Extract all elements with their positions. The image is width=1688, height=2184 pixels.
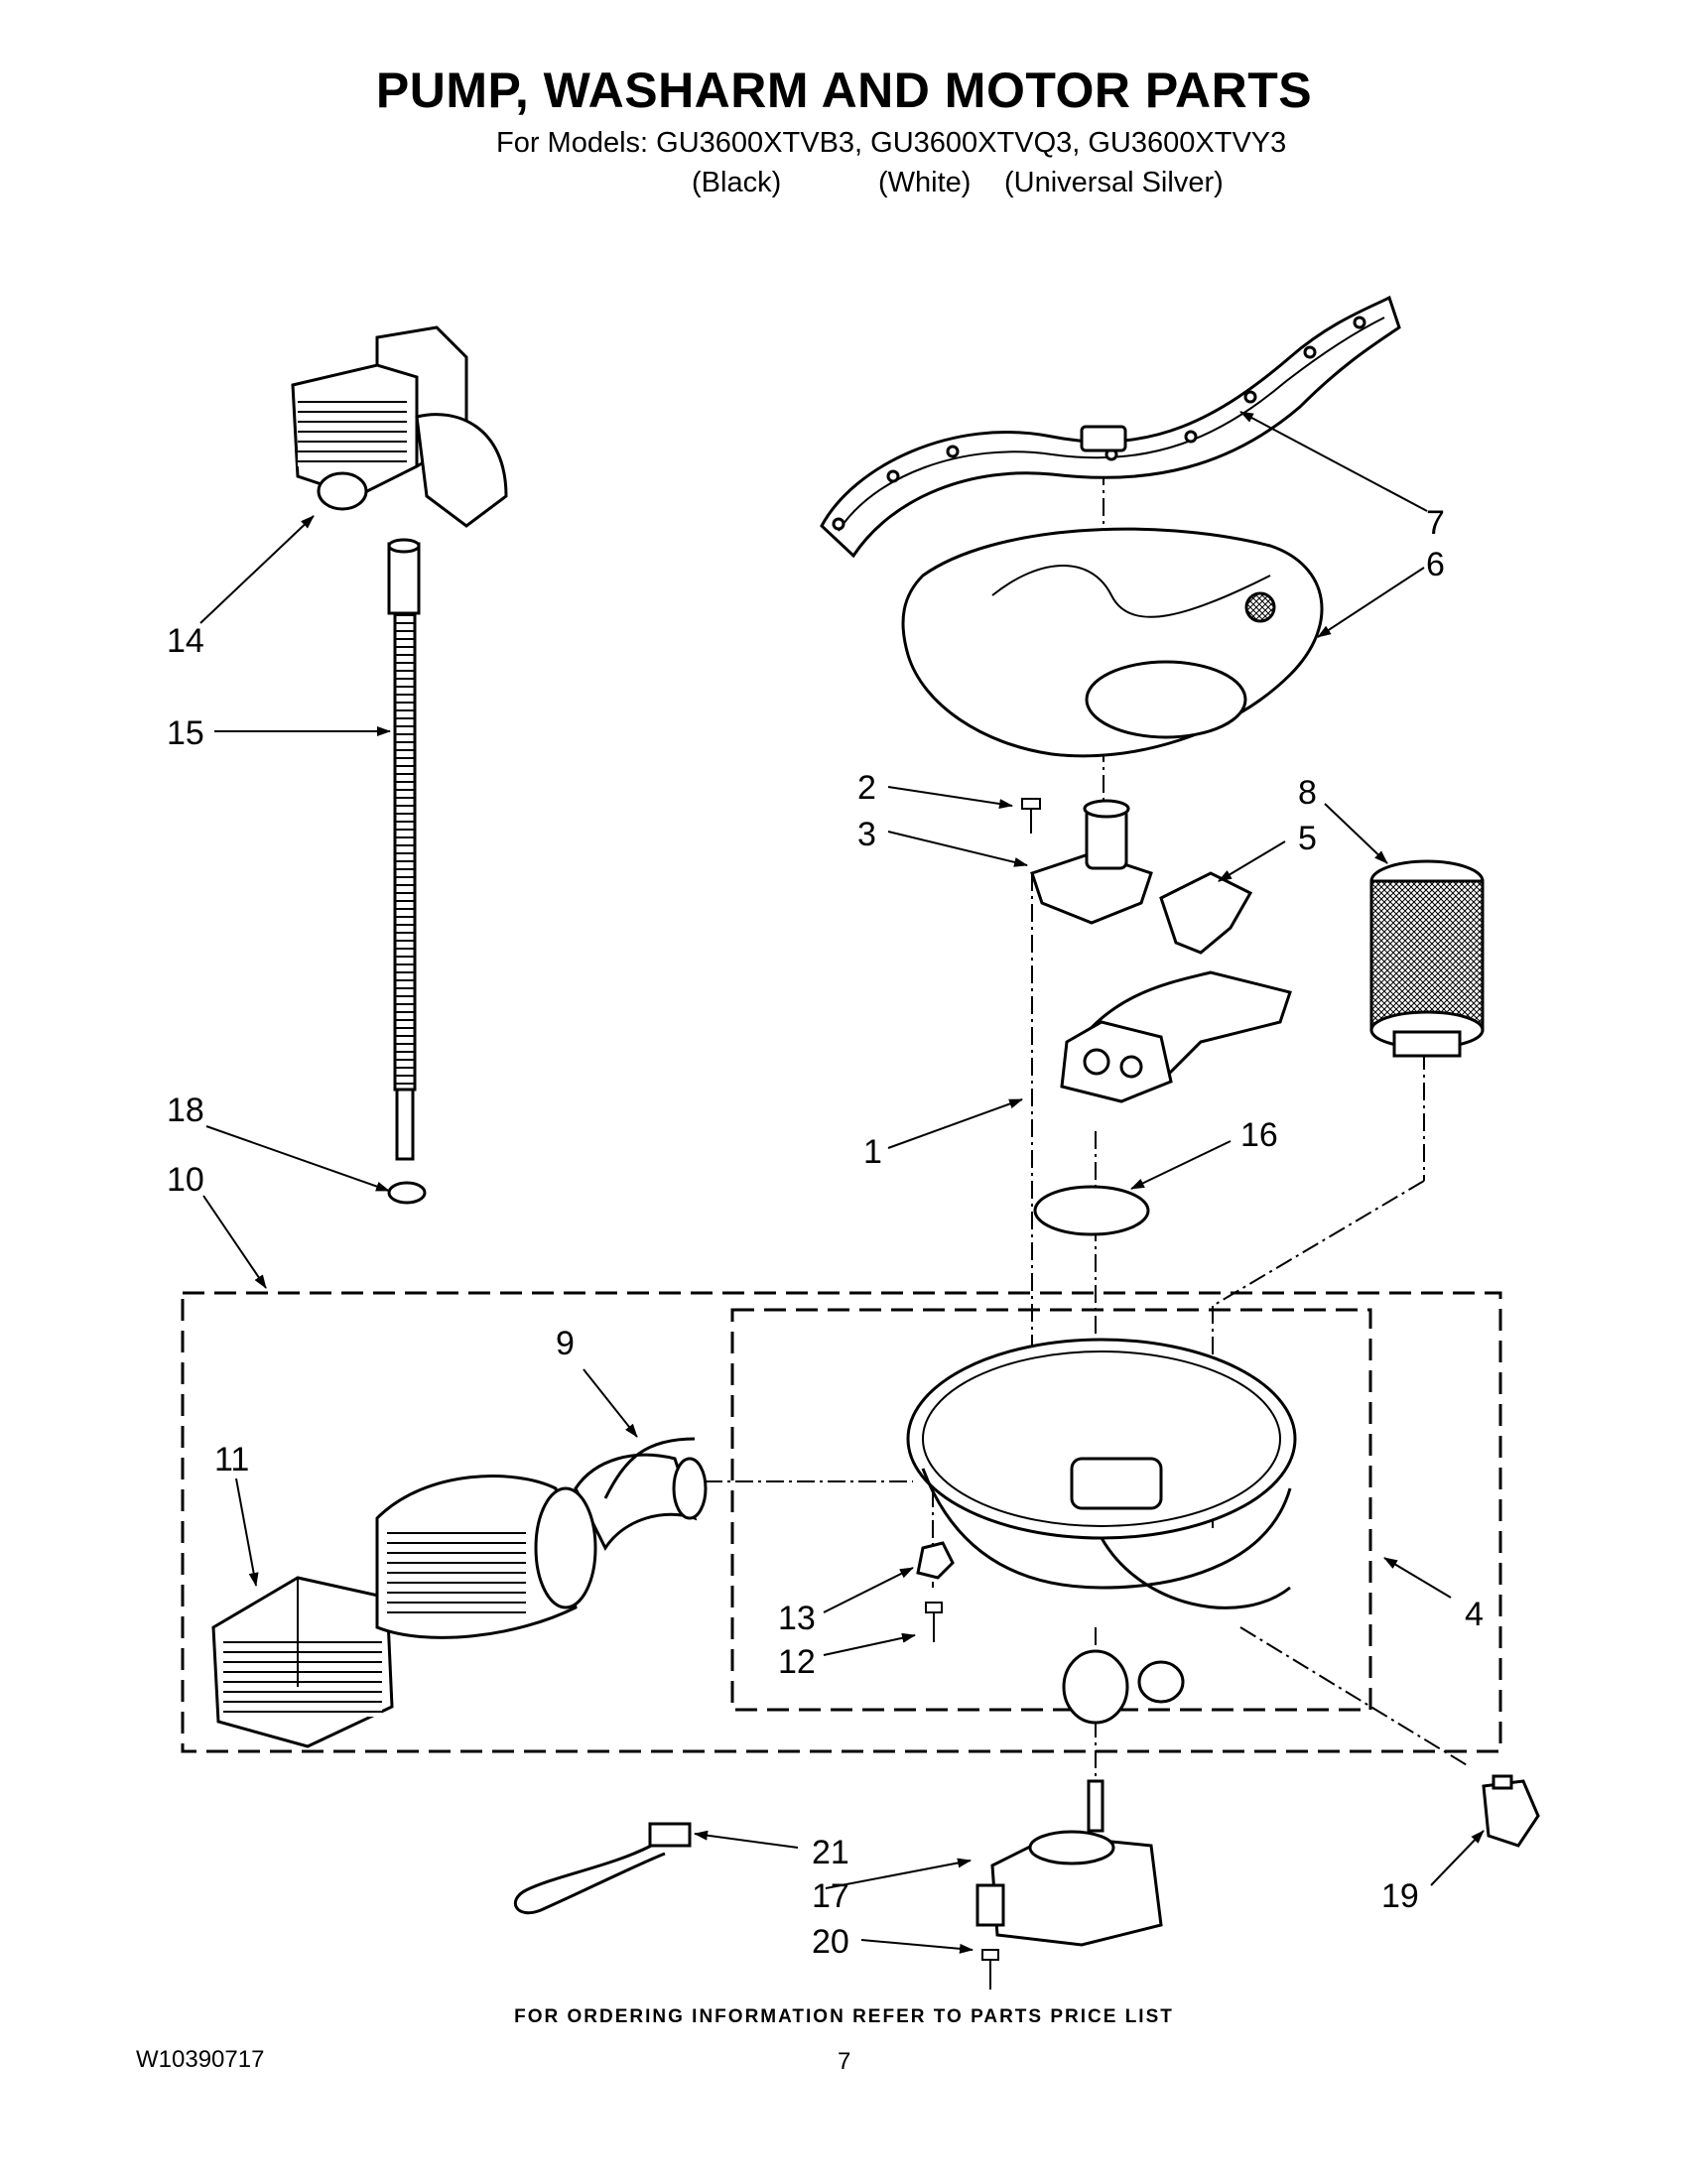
leader-9 xyxy=(583,1368,638,1438)
model-variant-silver: (Universal Silver) xyxy=(1004,167,1224,198)
leader-2 xyxy=(887,786,1013,809)
leader-17 xyxy=(825,1858,972,1889)
drain-hose-part-15 xyxy=(387,538,421,1161)
callout-4: 4 xyxy=(1465,1596,1484,1633)
page-title: PUMP, WASHARM AND MOTOR PARTS xyxy=(375,63,1313,118)
ordering-note: FOR ORDERING INFORMATION REFER TO PARTS … xyxy=(514,2006,1174,2027)
leader-19 xyxy=(1430,1830,1485,1886)
harness-part-21 xyxy=(513,1822,692,1915)
leader-3 xyxy=(887,831,1028,867)
callout-15: 15 xyxy=(167,714,204,752)
callout-6: 6 xyxy=(1426,546,1445,583)
leader-8 xyxy=(1324,803,1388,864)
model-variant-white: (White) xyxy=(878,167,972,198)
leader-21 xyxy=(694,1830,799,1849)
leader-5 xyxy=(1218,840,1286,882)
wash-arm-part-7 xyxy=(820,295,1401,559)
model-variant-black: (Black) xyxy=(692,167,782,198)
callout-21: 21 xyxy=(812,1834,849,1871)
callout-20: 20 xyxy=(812,1923,849,1961)
filter-part-8 xyxy=(1369,859,1485,1058)
motor-part-11 xyxy=(211,1475,597,1748)
leader-6 xyxy=(1317,567,1425,638)
screw-part-12 xyxy=(925,1602,943,1642)
callout-9: 9 xyxy=(556,1325,575,1362)
leader-12 xyxy=(823,1632,916,1656)
callout-1: 1 xyxy=(863,1133,882,1171)
screw-part-20 xyxy=(981,1949,999,1990)
callouts: 7 6 2 3 8 5 14 15 18 10 1 16 9 11 13 12 … xyxy=(167,504,1484,1961)
callout-5: 5 xyxy=(1298,820,1317,857)
callout-14: 14 xyxy=(167,622,204,660)
document-number: W10390717 xyxy=(136,2046,265,2073)
models-line: For Models: GU3600XTVB3, GU3600XTVQ3, GU… xyxy=(496,127,1287,159)
leader-11 xyxy=(235,1477,259,1587)
disc-part-16 xyxy=(1033,1185,1150,1236)
clamp-part-18 xyxy=(387,1181,427,1205)
leader-7 xyxy=(1239,411,1428,512)
callout-2: 2 xyxy=(857,769,876,807)
leader-16 xyxy=(1130,1140,1232,1190)
callout-8: 8 xyxy=(1298,774,1317,812)
sump-part-4 xyxy=(906,1338,1297,1725)
screw-part-2 xyxy=(1021,798,1041,834)
callout-12: 12 xyxy=(778,1643,816,1681)
assembly-10-box xyxy=(181,1291,1502,1753)
diverter-motor-part-17 xyxy=(975,1779,1163,1947)
callout-13: 13 xyxy=(778,1600,816,1637)
leader-20 xyxy=(860,1939,974,1954)
callout-17: 17 xyxy=(812,1877,849,1915)
callout-16: 16 xyxy=(1240,1116,1278,1154)
hub-part-3 xyxy=(1030,799,1153,925)
leader-10 xyxy=(202,1195,267,1289)
hose-part-9 xyxy=(574,1437,708,1551)
leader-14 xyxy=(199,515,315,624)
leader-4 xyxy=(1383,1557,1452,1599)
bracket-part-13 xyxy=(916,1541,955,1580)
callout-10: 10 xyxy=(167,1161,204,1199)
sensor-part-19 xyxy=(1482,1774,1540,1848)
manifold-part-1 xyxy=(1060,970,1292,1103)
drain-pump-part-14 xyxy=(291,325,508,528)
callout-7: 7 xyxy=(1426,504,1445,542)
callout-18: 18 xyxy=(167,1092,204,1129)
leader-13 xyxy=(823,1567,914,1613)
leader-1 xyxy=(887,1098,1023,1149)
clip-part-5 xyxy=(1159,871,1253,955)
page-number: 7 xyxy=(838,2048,851,2075)
leader-lines xyxy=(199,411,1485,1954)
shield-part-6 xyxy=(901,527,1324,758)
callout-3: 3 xyxy=(857,816,876,853)
leader-18 xyxy=(205,1125,390,1192)
assembly-4-box xyxy=(730,1308,1372,1712)
callout-19: 19 xyxy=(1381,1877,1419,1915)
callout-11: 11 xyxy=(214,1441,249,1478)
